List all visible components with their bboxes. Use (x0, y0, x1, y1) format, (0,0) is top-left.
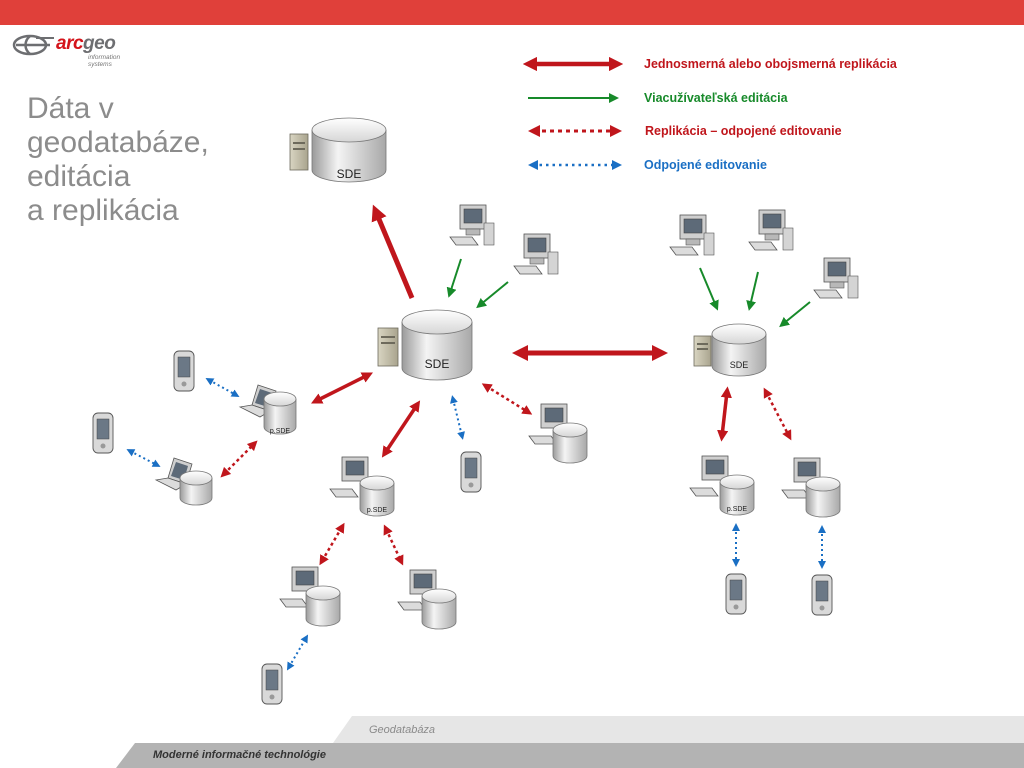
title-line-1: Dáta v (27, 92, 114, 125)
replication-arrow-to-top-sde (371, 204, 415, 299)
replication-arrow-to-laptop (310, 372, 374, 404)
legend-label-multiuser-editing: Viacužívateľská editácia (644, 91, 788, 105)
workstation-icon (669, 214, 715, 256)
sde-server-right: SDE (693, 323, 767, 377)
editing-arrow (446, 258, 462, 298)
workstation-with-database (279, 566, 341, 627)
replication-arrow-right-psde (717, 386, 732, 442)
legend-label-replication-offline: Replikácia – odpojené editovanie (645, 124, 842, 138)
legend-label-replication: Jednosmerná alebo obojsmerná replikácia (644, 57, 897, 71)
workstation-icon (748, 209, 794, 251)
title-line-2: geodatabáze, (27, 126, 209, 159)
workstation-with-psde: p.SDE (689, 455, 755, 516)
offline-editing-arrow (450, 395, 465, 440)
offline-replication-arrow (319, 522, 345, 566)
offline-editing-arrow (205, 378, 240, 397)
footer-band (116, 716, 1024, 768)
mobile-device-icon (173, 350, 195, 392)
sde-server-central: SDE (377, 309, 473, 381)
sde-label: SDE (730, 360, 749, 370)
offline-replication-arrow (481, 383, 533, 415)
logo-wordmark: arcgeo (56, 33, 116, 54)
psde-label: p.SDE (727, 506, 748, 513)
mobile-device-icon (460, 451, 482, 493)
sde-label: SDE (337, 167, 362, 181)
logo-tagline: information systems (88, 54, 121, 68)
editing-arrow (779, 301, 811, 328)
arcgeo-logo: arcgeo information systems (10, 32, 140, 72)
mobile-device-icon (261, 663, 283, 705)
workstation-icon (813, 257, 859, 299)
title-line-4: a replikácia (27, 194, 179, 227)
title-line-3: editácia (27, 160, 131, 193)
workstation-with-psde: p.SDE (329, 456, 395, 517)
globe-logo-icon (12, 34, 54, 56)
offline-editing-arrow (126, 449, 161, 467)
offline-editing-arrow (286, 634, 309, 671)
offline-replication-arrow (763, 387, 792, 441)
legend-label-offline-editing: Odpojené editovanie (644, 158, 767, 172)
replication-arrow-to-psde-workstation (381, 400, 421, 458)
mobile-device-icon (811, 574, 833, 616)
laptop-with-database (154, 457, 213, 506)
workstation-with-database (528, 403, 588, 464)
workstation-with-database (397, 569, 457, 630)
editing-arrow (746, 271, 759, 311)
sde-label: SDE (425, 357, 450, 371)
top-accent-bar (0, 0, 1024, 25)
workstation-icon (449, 204, 495, 246)
footer-company-label: Moderné informačné technológie (153, 749, 326, 761)
mobile-device-icon (92, 412, 114, 454)
footer-section-label: Geodatabáza (369, 724, 436, 736)
psde-label: p.SDE (367, 507, 388, 514)
mobile-device-icon (725, 573, 747, 615)
slide-title: Dáta v geodatabáze, editácia a replikáci… (27, 92, 257, 228)
laptop-with-psde: p.SDE (238, 384, 297, 435)
offline-replication-arrow (220, 440, 258, 478)
offline-replication-arrow (383, 524, 404, 566)
editing-arrow (699, 267, 719, 311)
workstation-icon (513, 233, 559, 275)
sde-server-top: SDE (289, 117, 387, 183)
workstation-with-database (781, 457, 841, 518)
editing-arrow (476, 281, 509, 309)
psde-label: p.SDE (270, 428, 291, 435)
